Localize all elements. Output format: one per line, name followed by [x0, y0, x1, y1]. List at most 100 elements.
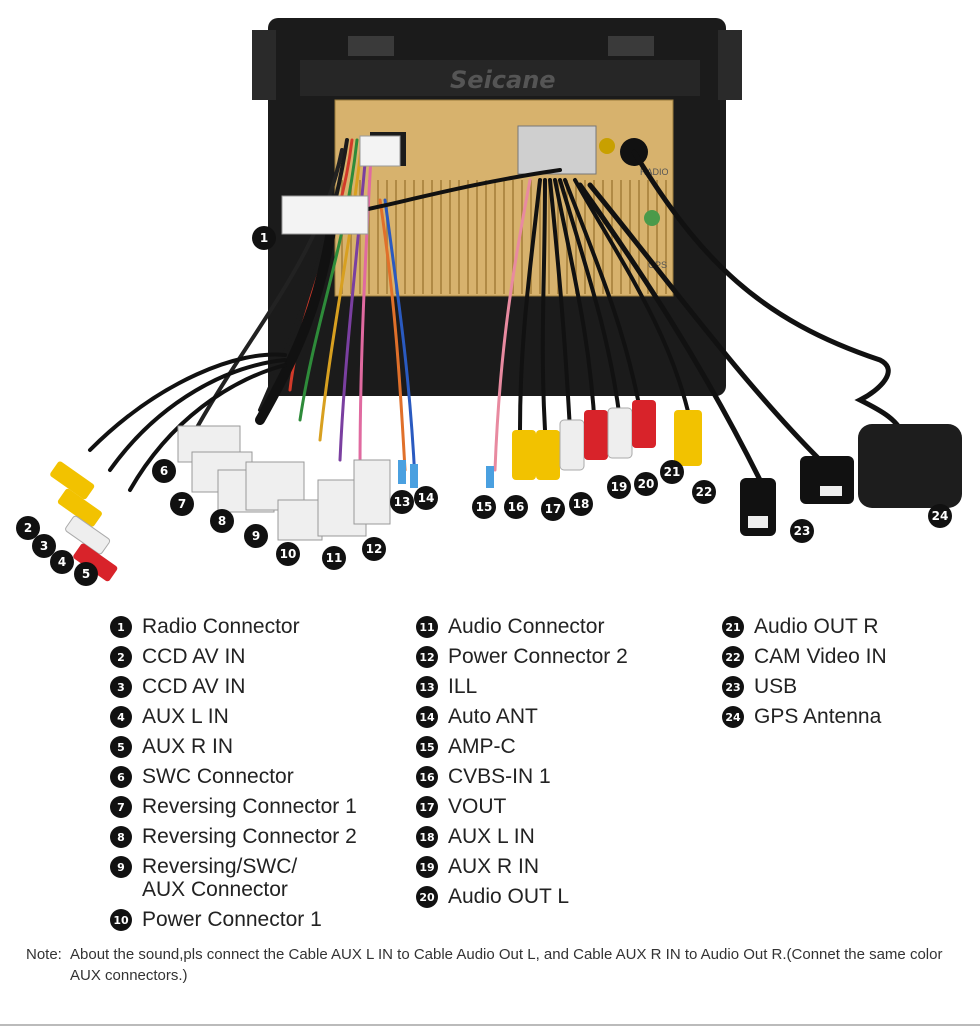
legend-number: 11 — [416, 616, 438, 638]
legend-number: 7 — [110, 796, 132, 818]
legend-label: CVBS-IN 1 — [448, 765, 551, 788]
legend-number: 16 — [416, 766, 438, 788]
legend-number: 6 — [110, 766, 132, 788]
usb-port-a — [748, 516, 768, 528]
legend-label: AUX R IN — [142, 735, 234, 758]
marker-14: 14 — [414, 486, 438, 510]
legend-number: 18 — [416, 826, 438, 848]
right-bracket — [718, 30, 742, 100]
marker-16: 16 — [504, 495, 528, 519]
legend-number: 3 — [110, 676, 132, 698]
connector-19 — [584, 410, 608, 460]
legend-label: Audio OUT L — [448, 885, 570, 908]
legend-label: ILL — [448, 675, 478, 698]
connector-10 — [277, 499, 323, 541]
rca-group-left — [50, 461, 118, 582]
legend-item-3: 3 CCD AV IN — [110, 675, 357, 698]
connector-9 — [245, 461, 305, 511]
marker-8: 8 — [210, 509, 234, 533]
legend-number: 22 — [722, 646, 744, 668]
legend-item-10: 10 Power Connector 1 — [110, 908, 357, 931]
connector-21 — [632, 400, 656, 448]
connector-2 — [50, 461, 95, 500]
marker-18: 18 — [569, 492, 593, 516]
connector-4 — [65, 515, 111, 555]
connector-17 — [536, 430, 560, 480]
marker-17: 17 — [541, 497, 565, 521]
legend-item-17: 17 VOUT — [416, 795, 628, 818]
top-panel — [300, 60, 700, 96]
bottom-divider — [0, 1024, 980, 1026]
legend-label: AUX L IN — [448, 825, 535, 848]
wiring-illustration: Seicane RADIO GPS — [50, 18, 962, 582]
legend-number: 4 — [110, 706, 132, 728]
legend-item-9: 9 Reversing/SWC/ AUX Connector — [110, 855, 357, 901]
legend-label: Radio Connector — [142, 615, 300, 638]
legend-label: Audio Connector — [448, 615, 605, 638]
legend-number: 8 — [110, 826, 132, 848]
legend-label: Reversing Connector 2 — [142, 825, 357, 848]
legend-number: 24 — [722, 706, 744, 728]
marker-15: 15 — [472, 495, 496, 519]
legend-label: Audio OUT R — [754, 615, 879, 638]
connector-14 — [410, 464, 418, 488]
gps-port-label: GPS — [648, 260, 667, 270]
legend-number: 20 — [416, 886, 438, 908]
head-unit: Seicane RADIO GPS — [252, 18, 742, 396]
main-plug — [517, 125, 597, 175]
watermark: Seicane — [450, 66, 556, 94]
legend-label: Power Connector 1 — [142, 908, 322, 931]
legend-label: VOUT — [448, 795, 507, 818]
connector-3 — [57, 488, 102, 527]
legend-label: USB — [754, 675, 798, 698]
legend-label: CCD AV IN — [142, 645, 246, 668]
legend-item-18: 18 AUX L IN — [416, 825, 628, 848]
legend-number: 10 — [110, 909, 132, 931]
legend-number: 14 — [416, 706, 438, 728]
connector-13 — [398, 460, 406, 484]
legend-item-20: 20 Audio OUT L — [416, 885, 628, 908]
legend-item-6: 6 SWC Connector — [110, 765, 357, 788]
connector-22 — [674, 410, 702, 466]
legend-number: 17 — [416, 796, 438, 818]
radio-port-label: RADIO — [640, 167, 669, 177]
legend-label: CAM Video IN — [754, 645, 887, 668]
legend-number: 9 — [110, 856, 132, 878]
left-bracket — [252, 30, 276, 100]
note-text: About the sound,pls connect the Cable AU… — [70, 946, 943, 984]
note-prefix: Note: — [26, 946, 62, 963]
top-clip-right — [608, 36, 654, 56]
marker-1: 1 — [252, 226, 276, 250]
legend-item-11: 11 Audio Connector — [416, 615, 628, 638]
legend-label: AUX L IN — [142, 705, 229, 728]
marker-6: 6 — [152, 459, 176, 483]
connector-15 — [486, 466, 494, 488]
marker-22: 22 — [692, 480, 716, 504]
marker-23: 23 — [790, 519, 814, 543]
connectors — [50, 135, 962, 582]
marker-20: 20 — [634, 472, 658, 496]
connector-24 — [858, 424, 962, 508]
legend-number: 2 — [110, 646, 132, 668]
legend-item-22: 22 CAM Video IN — [722, 645, 887, 668]
legend-label: SWC Connector — [142, 765, 294, 788]
legend-label: CCD AV IN — [142, 675, 246, 698]
connector-12 — [353, 459, 391, 525]
legend-number: 23 — [722, 676, 744, 698]
marker-21: 21 — [660, 460, 684, 484]
legend-item-4: 4 AUX L IN — [110, 705, 357, 728]
legend-label: Reversing/SWC/ AUX Connector — [142, 855, 298, 901]
